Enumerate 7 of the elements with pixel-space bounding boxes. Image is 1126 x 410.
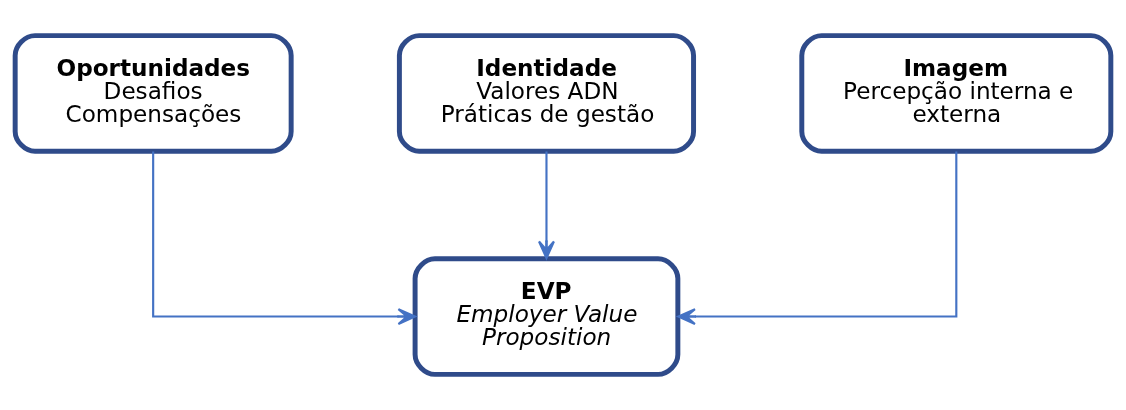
arrow	[152, 151, 417, 326]
arrow	[677, 151, 958, 326]
node-box: Identidade Valores ADN Práticas de gestão	[396, 33, 697, 154]
node-box: EVP Employer Value Proposition	[412, 256, 681, 377]
node-box: Imagem Percepção interna e externa	[799, 33, 1114, 154]
arrow	[537, 151, 555, 260]
node-box: Oportunidades Desafios Compensações	[12, 33, 294, 154]
